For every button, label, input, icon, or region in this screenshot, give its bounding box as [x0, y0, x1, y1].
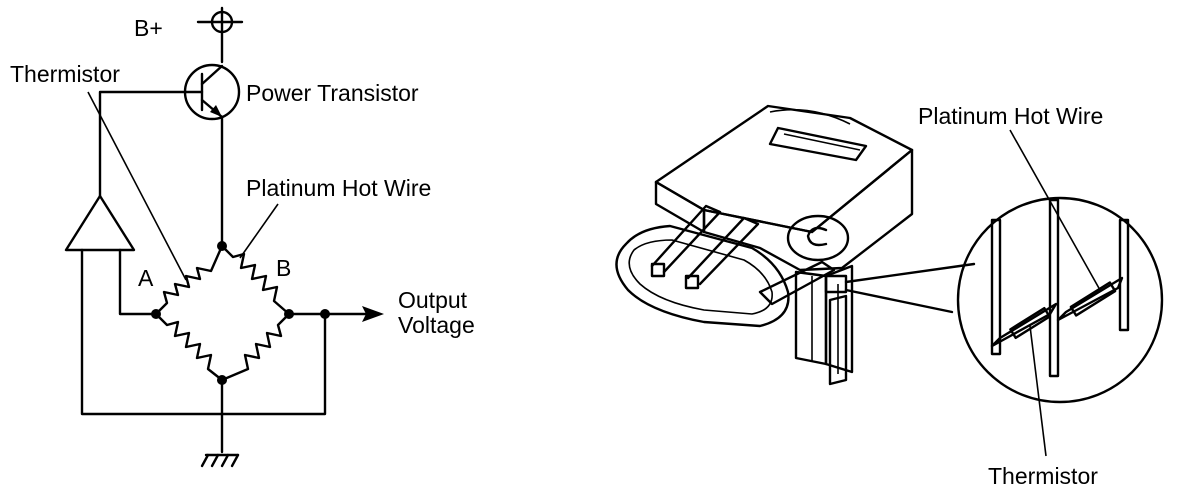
- supply-terminal-symbol: [196, 6, 244, 64]
- amplifier-feedback-wire: [80, 248, 327, 416]
- thermistor-resistor: [154, 244, 224, 316]
- bridge-resistors: [154, 244, 291, 382]
- power-transistor-label: Power Transistor: [246, 80, 419, 106]
- base-drive-wire: [98, 90, 188, 198]
- amplifier-input-a-wire: [118, 248, 158, 316]
- ground-symbol: [200, 453, 240, 468]
- bridge-resistor-lower-left: [154, 312, 224, 382]
- node-b-label: B: [276, 255, 291, 281]
- magnifier-line-lower: [844, 288, 954, 314]
- amplifier-symbol: [64, 194, 136, 252]
- hot-wire-label: Platinum Hot Wire: [246, 175, 431, 201]
- sensor-thermistor-label: Thermistor: [988, 463, 1098, 489]
- output-arrow: [362, 306, 384, 322]
- power-transistor-symbol: [183, 63, 241, 121]
- output-label-line2: Voltage: [398, 312, 475, 338]
- magnifier-line-upper: [844, 262, 976, 284]
- magnified-detail: [956, 196, 1164, 404]
- hot-wire-resistor: [220, 244, 291, 316]
- output-label-line1: Output: [398, 287, 468, 313]
- connector-plug: [615, 204, 836, 328]
- sensor-thermistor-leader: [1029, 325, 1047, 457]
- supply-label: B+: [134, 15, 163, 41]
- thermistor-leader-line: [87, 91, 187, 281]
- bridge-circuit-schematic: B+ Power Transistor: [10, 6, 475, 468]
- sensor-illustration: Platinum Hot Wire Thermistor: [615, 103, 1164, 489]
- sensor-hot-wire-label: Platinum Hot Wire: [918, 103, 1103, 129]
- thermistor-label: Thermistor: [10, 61, 120, 87]
- sensor-probe: [794, 264, 854, 386]
- bridge-node-top: [217, 241, 227, 251]
- housing-boss: [786, 214, 850, 262]
- hot-wire-leader-line: [239, 203, 279, 259]
- bridge-resistor-lower-right: [220, 312, 291, 382]
- node-a-label: A: [138, 265, 154, 291]
- sensor-hot-wire-leader: [1009, 129, 1101, 291]
- bridge-node-a: [151, 309, 161, 319]
- sensor-housing: [654, 104, 914, 272]
